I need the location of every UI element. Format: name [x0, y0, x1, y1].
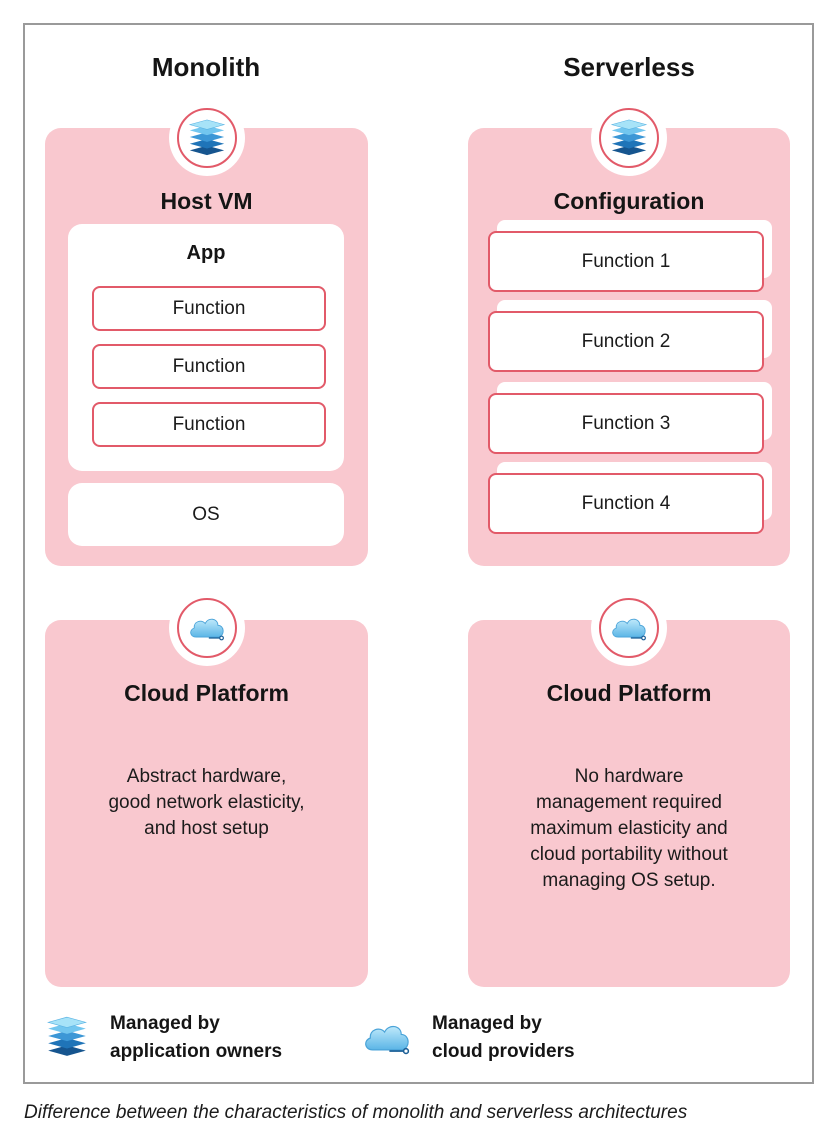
- app-label: App: [186, 242, 226, 264]
- serverless-cloud-panel: [468, 620, 790, 987]
- legend-app-owners: Managed by application owners: [110, 1010, 282, 1066]
- configuration-badge: [591, 100, 667, 176]
- legend-app-owners-line-1: Managed by: [110, 1013, 220, 1034]
- serverless-desc-line-4: cloud portability without: [530, 844, 728, 865]
- serverless-function-4: Function 4: [488, 473, 764, 534]
- serverless-cloud-badge: [591, 590, 667, 666]
- configuration-title: Configuration: [553, 188, 705, 214]
- serverless-function-3: Function 3: [488, 393, 764, 454]
- cloud-icon: [187, 613, 227, 643]
- cloud-icon: [609, 613, 649, 643]
- serverless-title: Serverless: [563, 52, 695, 82]
- monolith-desc-line-1: Abstract hardware,: [126, 766, 287, 787]
- host-vm-badge: [169, 100, 245, 176]
- legend-cloud-icon: [360, 1019, 414, 1057]
- legend-cloud-providers: Managed by cloud providers: [432, 1010, 575, 1066]
- serverless-cloud-description: No hardware management required maximum …: [468, 764, 790, 894]
- legend-cloud-providers-line-1: Managed by: [432, 1013, 542, 1034]
- os-box: OS: [68, 483, 344, 546]
- host-vm-title: Host VM: [160, 188, 253, 214]
- monolith-cloud-badge: [169, 590, 245, 666]
- monolith-cloud-panel: [45, 620, 368, 987]
- monolith-desc-line-2: good network elasticity,: [108, 792, 305, 813]
- legend-app-owners-line-2: application owners: [110, 1041, 283, 1062]
- serverless-function-2: Function 2: [488, 311, 764, 372]
- serverless-desc-line-5: managing OS setup.: [542, 870, 716, 891]
- monolith-title: Monolith: [151, 52, 261, 82]
- serverless-desc-line-2: management required: [536, 792, 722, 813]
- monolith-function-1: Function: [92, 286, 326, 331]
- serverless-desc-line-3: maximum elasticity and: [530, 818, 728, 839]
- stacked-layers-icon: [608, 117, 650, 159]
- serverless-function-1: Function 1: [488, 231, 764, 292]
- monolith-desc-line-3: and host setup: [144, 818, 269, 839]
- monolith-cloud-description: Abstract hardware, good network elastici…: [45, 764, 368, 842]
- serverless-cloud-title: Cloud Platform: [546, 680, 712, 706]
- monolith-function-2: Function: [92, 344, 326, 389]
- monolith-cloud-title: Cloud Platform: [124, 680, 289, 706]
- serverless-desc-line-1: No hardware: [574, 766, 684, 787]
- legend-stacked-layers-icon: [44, 1014, 90, 1060]
- figure-caption: Difference between the characteristics o…: [24, 1102, 688, 1123]
- stacked-layers-icon: [186, 117, 228, 159]
- diagram-frame: [23, 23, 814, 1084]
- monolith-function-3: Function: [92, 402, 326, 447]
- legend-cloud-providers-line-2: cloud providers: [432, 1041, 575, 1062]
